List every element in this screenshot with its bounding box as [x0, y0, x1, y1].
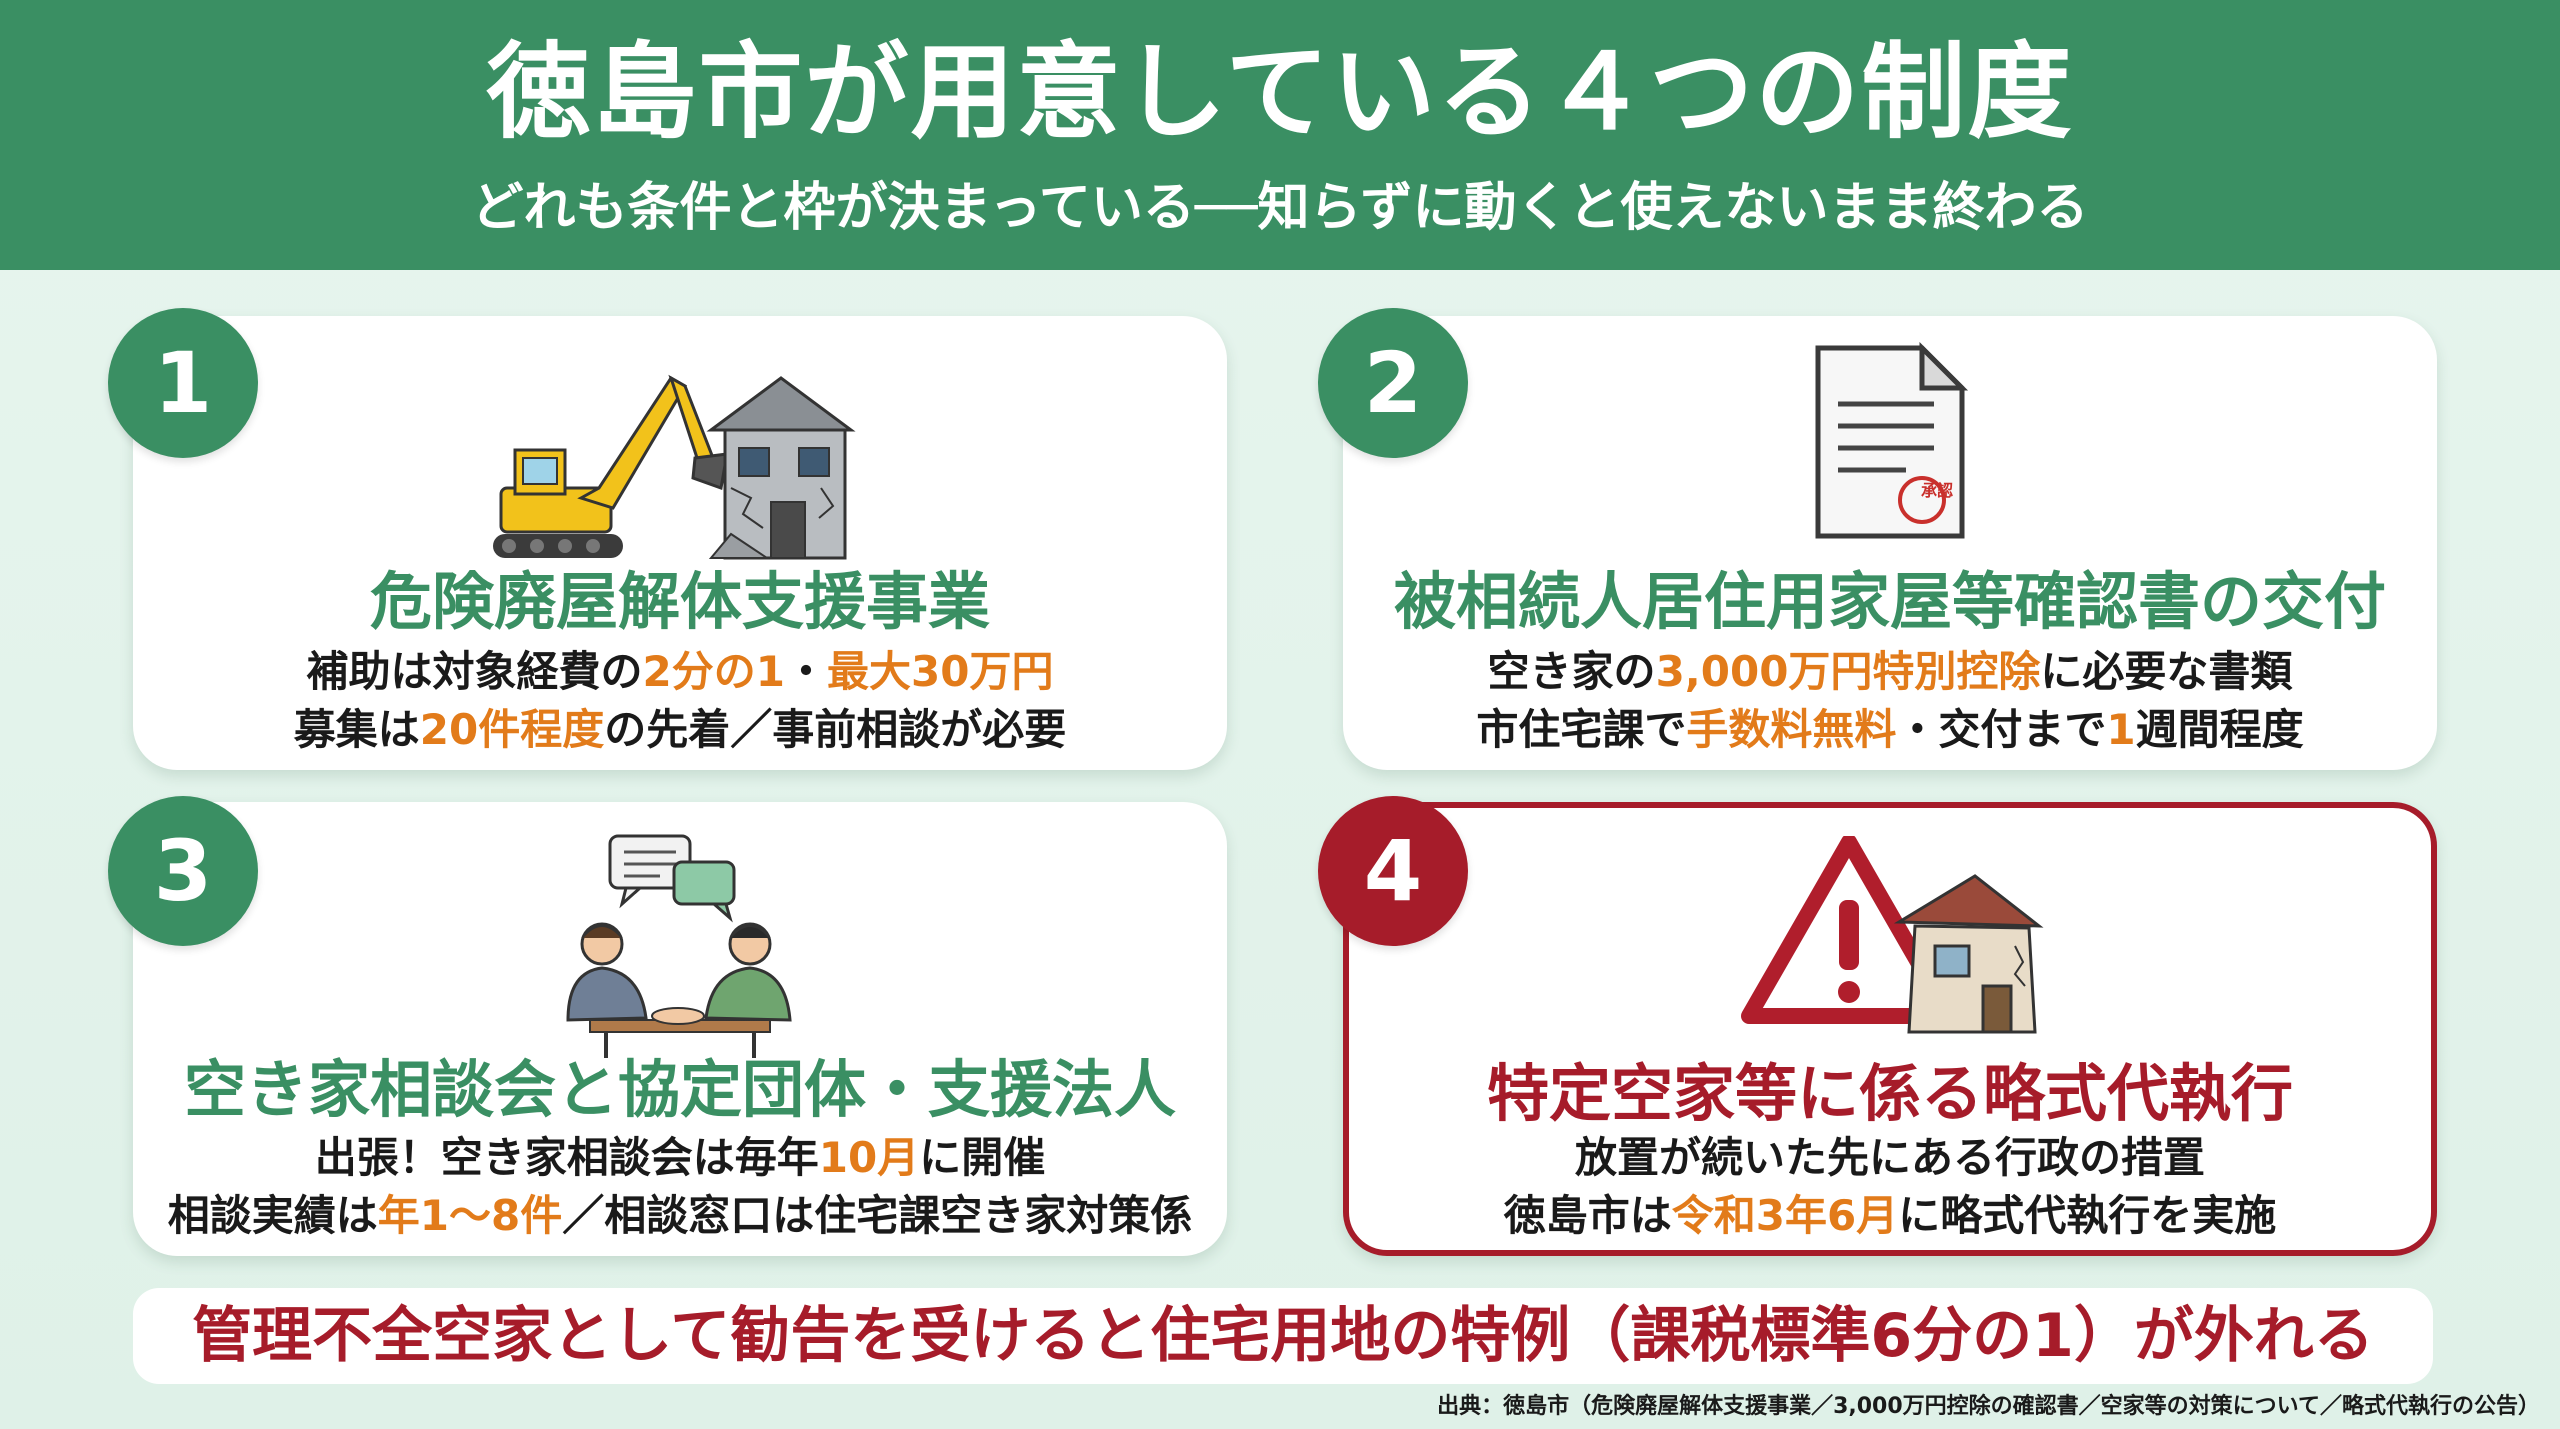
card-confirmation-certificate: 承認 被相続人居住用家屋等確認書の交付 空き家の3,000万円特別控除に必要な書… [1343, 316, 2437, 770]
card-2-title: 被相続人居住用家屋等確認書の交付 [1393, 565, 2386, 638]
excavator-demolition-icon [493, 374, 856, 560]
stamp-mark: 承認 [1920, 481, 1953, 500]
card-1-line-1: 補助は対象経費の2分の1・最大30万円 [306, 647, 1054, 696]
card-4-line-1: 放置が続いた先にある行政の措置 [1574, 1133, 2205, 1182]
card-3-line-2: 相談実績は年1〜8件／相談窓口は住宅課空き家対策係 [167, 1191, 1193, 1240]
page-subtitle: どれも条件と枠が決まっている──知らずに動くと使えないまま終わる [471, 178, 2089, 238]
card-2-number-badge: 2 [1318, 308, 1468, 458]
card-3-line-1: 出張！空き家相談会は毎年10月に開催 [314, 1133, 1046, 1182]
card-2-line-1: 空き家の3,000万円特別控除に必要な書類 [1487, 647, 2293, 696]
warning-house-icon [1741, 836, 2044, 1034]
card-1-number-badge: 1 [108, 308, 258, 458]
header-band: 徳島市が用意している４つの制度 どれも条件と枠が決まっている──知らずに動くと使… [0, 0, 2560, 270]
card-1-line-2: 募集は20件程度の先着／事前相談が必要 [293, 705, 1067, 754]
card-3-number-badge: 3 [108, 796, 258, 946]
card-1-title: 危険廃屋解体支援事業 [369, 565, 990, 638]
source-citation: 出典：徳島市（危険廃屋解体支援事業／3,000万円控除の確認書／空家等の対策につ… [1437, 1394, 2540, 1419]
document-stamp-icon [1815, 342, 1969, 539]
card-4-number-badge: 4 [1318, 796, 1468, 946]
card-2-line-2: 市住宅課で手数料無料・交付まで1週間程度 [1476, 705, 2304, 754]
card-4-line-2: 徳島市は令和3年6月に略式代執行を実施 [1503, 1191, 2277, 1240]
page-title: 徳島市が用意している４つの制度 [486, 31, 2074, 153]
card-4-title: 特定空家等に係る略式代執行 [1486, 1057, 2293, 1130]
warning-banner: 管理不全空家として勧告を受けると住宅用地の特例（課税標準6分の1）が外れる [133, 1288, 2433, 1384]
consultation-icon [566, 834, 792, 1058]
card-demolition-support: 危険廃屋解体支援事業 補助は対象経費の2分の1・最大30万円 募集は20件程度の… [133, 316, 1227, 770]
card-3-title: 空き家相談会と協定団体・支援法人 [183, 1053, 1176, 1126]
card-administrative-execution: 特定空家等に係る略式代執行 放置が続いた先にある行政の措置 徳島市は令和3年6月… [1343, 802, 2437, 1256]
card-consultation: 空き家相談会と協定団体・支援法人 出張！空き家相談会は毎年10月に開催 相談実績… [133, 802, 1227, 1256]
